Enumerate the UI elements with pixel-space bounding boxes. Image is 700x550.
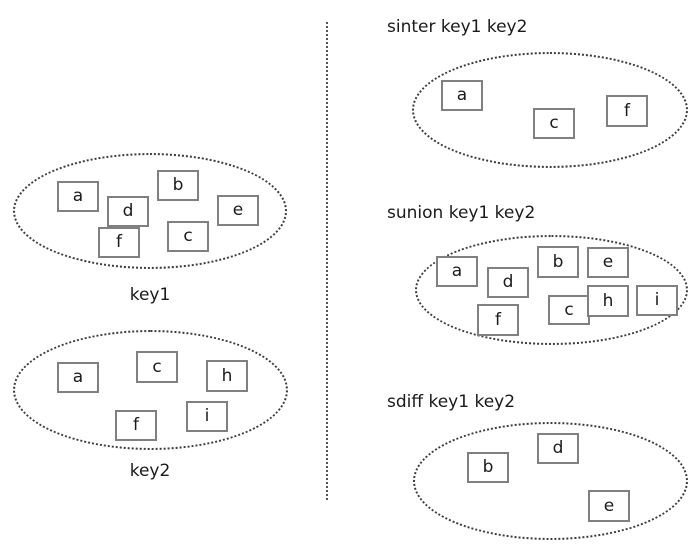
set-member-label: d — [502, 272, 514, 292]
vertical-dotted-divider — [326, 22, 328, 500]
set-member-label: f — [116, 232, 122, 252]
result-ellipse-sdiff — [413, 422, 688, 540]
set-member-label: h — [221, 365, 233, 386]
set-member-label: f — [495, 309, 501, 330]
set-member-label: f — [624, 100, 630, 121]
set-member-box-sinter-c: c — [533, 108, 575, 139]
result-ellipse-sunion — [415, 235, 688, 345]
set-member-box-key1-c: c — [167, 221, 209, 252]
set-member-box-key1-e: e — [217, 195, 259, 226]
set-member-label: a — [456, 85, 468, 105]
set-member-label: h — [602, 290, 614, 311]
set-member-box-sunion-i: i — [636, 285, 678, 316]
set-caption-key1: key1 — [129, 285, 171, 305]
set-ellipse-key1 — [13, 153, 287, 269]
set-member-box-key2-c: c — [136, 351, 178, 383]
set-member-box-sinter-a: a — [441, 80, 483, 111]
set-member-label: a — [451, 261, 463, 281]
set-member-label: b — [482, 457, 494, 477]
set-member-box-key2-i: i — [186, 401, 228, 432]
set-member-label: i — [654, 290, 660, 310]
set-member-label: d — [122, 201, 134, 221]
set-member-box-sunion-f: f — [477, 304, 519, 336]
set-member-label: i — [204, 406, 210, 426]
set-member-box-sunion-e: e — [587, 247, 629, 278]
set-member-box-key2-h: h — [206, 360, 248, 392]
set-member-box-sunion-c: c — [548, 295, 590, 325]
set-member-box-key1-a: a — [57, 181, 99, 212]
set-member-label: e — [603, 495, 615, 516]
set-member-label: a — [72, 186, 84, 206]
set-member-box-key1-d: d — [107, 196, 149, 227]
set-member-label: d — [552, 438, 564, 458]
set-member-label: b — [172, 175, 184, 195]
set-member-label: e — [602, 252, 614, 272]
set-member-label: f — [133, 415, 139, 435]
set-member-box-sunion-d: d — [487, 267, 529, 298]
set-member-label: a — [72, 367, 84, 387]
set-member-label: c — [183, 226, 193, 246]
operation-title-sunion: sunion key1 key2 — [387, 203, 536, 223]
set-caption-key2: key2 — [129, 461, 171, 481]
set-member-box-sdiff-d: d — [537, 433, 579, 464]
set-member-box-sunion-h: h — [587, 285, 629, 317]
set-member-box-sinter-f: f — [606, 95, 648, 127]
set-member-label: c — [549, 113, 559, 133]
set-member-label: c — [152, 356, 162, 377]
operation-title-sinter: sinter key1 key2 — [387, 17, 528, 37]
set-member-box-sdiff-e: e — [588, 490, 630, 522]
set-member-label: e — [232, 200, 244, 220]
set-ellipse-key2 — [13, 330, 288, 450]
set-member-box-sunion-a: a — [436, 256, 478, 287]
set-member-box-sunion-b: b — [537, 246, 579, 278]
result-ellipse-sinter — [412, 52, 688, 168]
set-member-box-key2-f: f — [115, 410, 157, 441]
set-member-box-key1-f: f — [98, 227, 140, 258]
set-member-box-sdiff-b: b — [467, 452, 509, 483]
set-member-label: c — [564, 299, 574, 320]
set-member-box-key1-b: b — [157, 170, 199, 201]
set-member-box-key2-a: a — [57, 362, 99, 393]
operation-title-sdiff: sdiff key1 key2 — [387, 392, 516, 412]
set-member-label: b — [552, 251, 564, 272]
